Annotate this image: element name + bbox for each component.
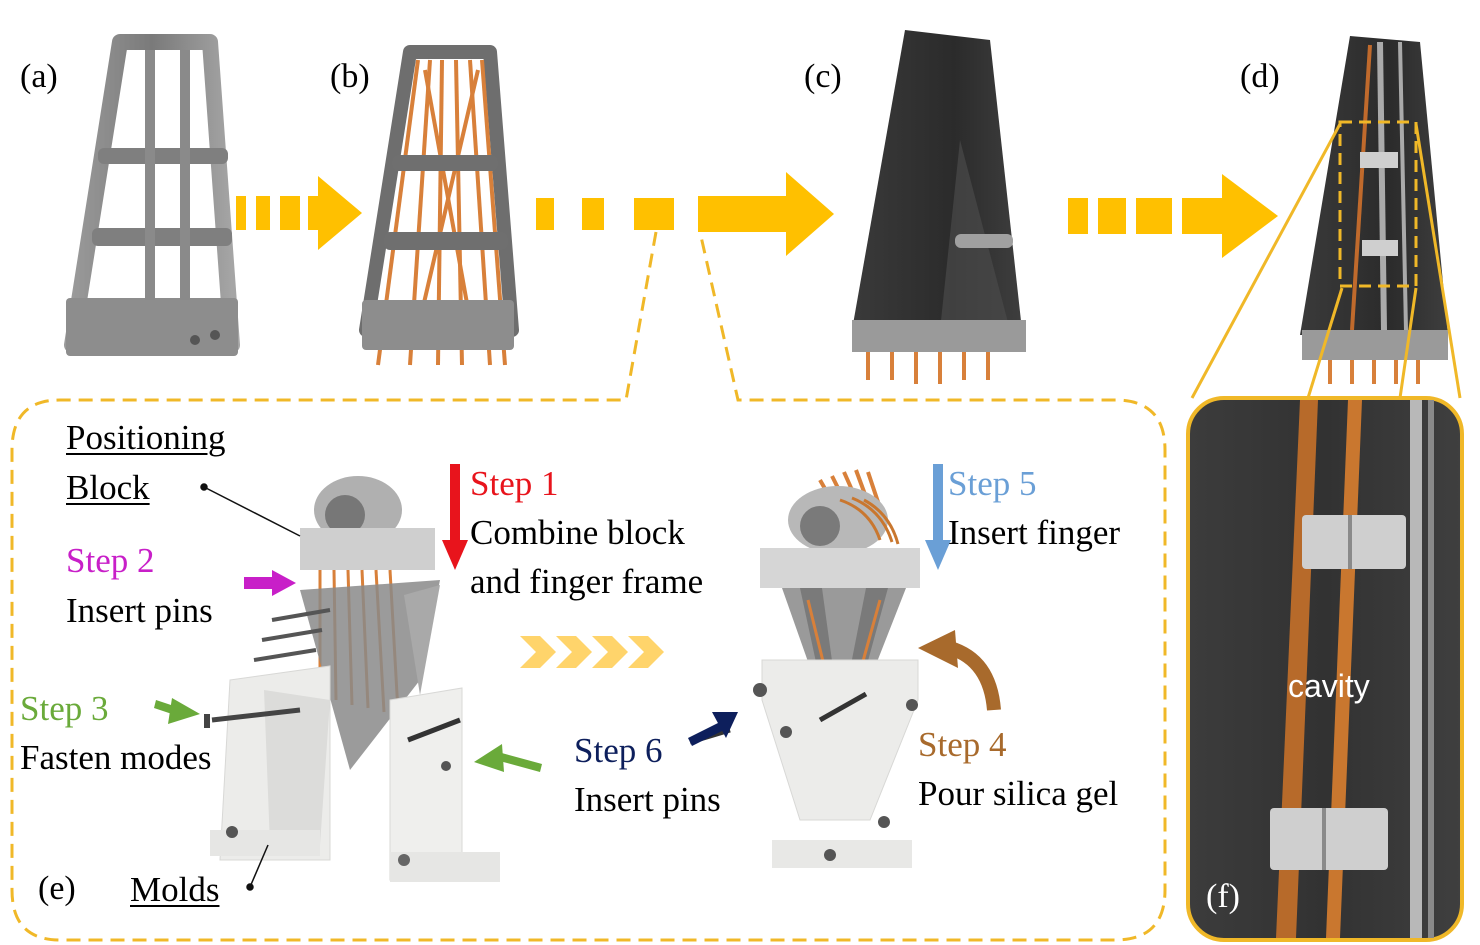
step1-desc-line2: and finger frame [470,562,704,601]
frame-a-illustration [64,34,240,356]
step6-title: Step 6 [574,731,663,770]
flow-arrow-a-b [236,176,362,250]
frame-b-illustration [359,45,519,366]
step2-desc: Insert pins [66,591,213,630]
molds-label: Molds [130,870,220,909]
step4-desc: Pour silica gel [918,774,1119,813]
chevron-arrows [520,636,664,668]
panel-label-d: (d) [1240,58,1280,95]
step1-arrow [442,464,468,570]
finger-c-illustration [852,30,1026,384]
cavity-label: cavity [1288,668,1370,704]
panel-label-b: (b) [330,58,370,95]
positioning-block-label-line1: Positioning [66,418,226,457]
step1-desc-line1: Combine block [470,513,685,552]
assembly-left-illustration [204,476,500,882]
step3-arrow-2 [474,744,542,772]
step3-desc: Fasten modes [20,738,212,777]
step5-title: Step 5 [948,464,1037,503]
zoom-view-f [1186,396,1464,942]
flow-arrow-b-c [536,172,834,256]
panel-label-f: (f) [1206,878,1240,915]
step6-desc: Insert pins [574,780,721,819]
step3-arrow [154,698,200,724]
step2-title: Step 2 [66,541,155,580]
step6-arrow [688,712,738,746]
step1-title: Step 1 [470,464,559,503]
leader-lines [200,483,301,891]
flow-arrow-c-d [1068,174,1278,258]
step5-desc: Insert finger [948,513,1121,552]
panel-label-e: (e) [38,870,76,907]
step3-title: Step 3 [20,689,109,728]
assembly-right-illustration [689,469,920,868]
step4-title: Step 4 [918,725,1007,764]
positioning-block-label-line2: Block [66,468,150,507]
step4-arrow [918,630,1001,711]
finger-d-illustration [1300,36,1448,384]
step2-arrow [244,570,296,596]
panel-label-c: (c) [804,58,842,95]
step5-arrow [925,464,951,570]
panel-label-a: (a) [20,58,58,95]
zoom-connector [1190,123,1462,399]
detail-outline-e [10,231,1167,942]
